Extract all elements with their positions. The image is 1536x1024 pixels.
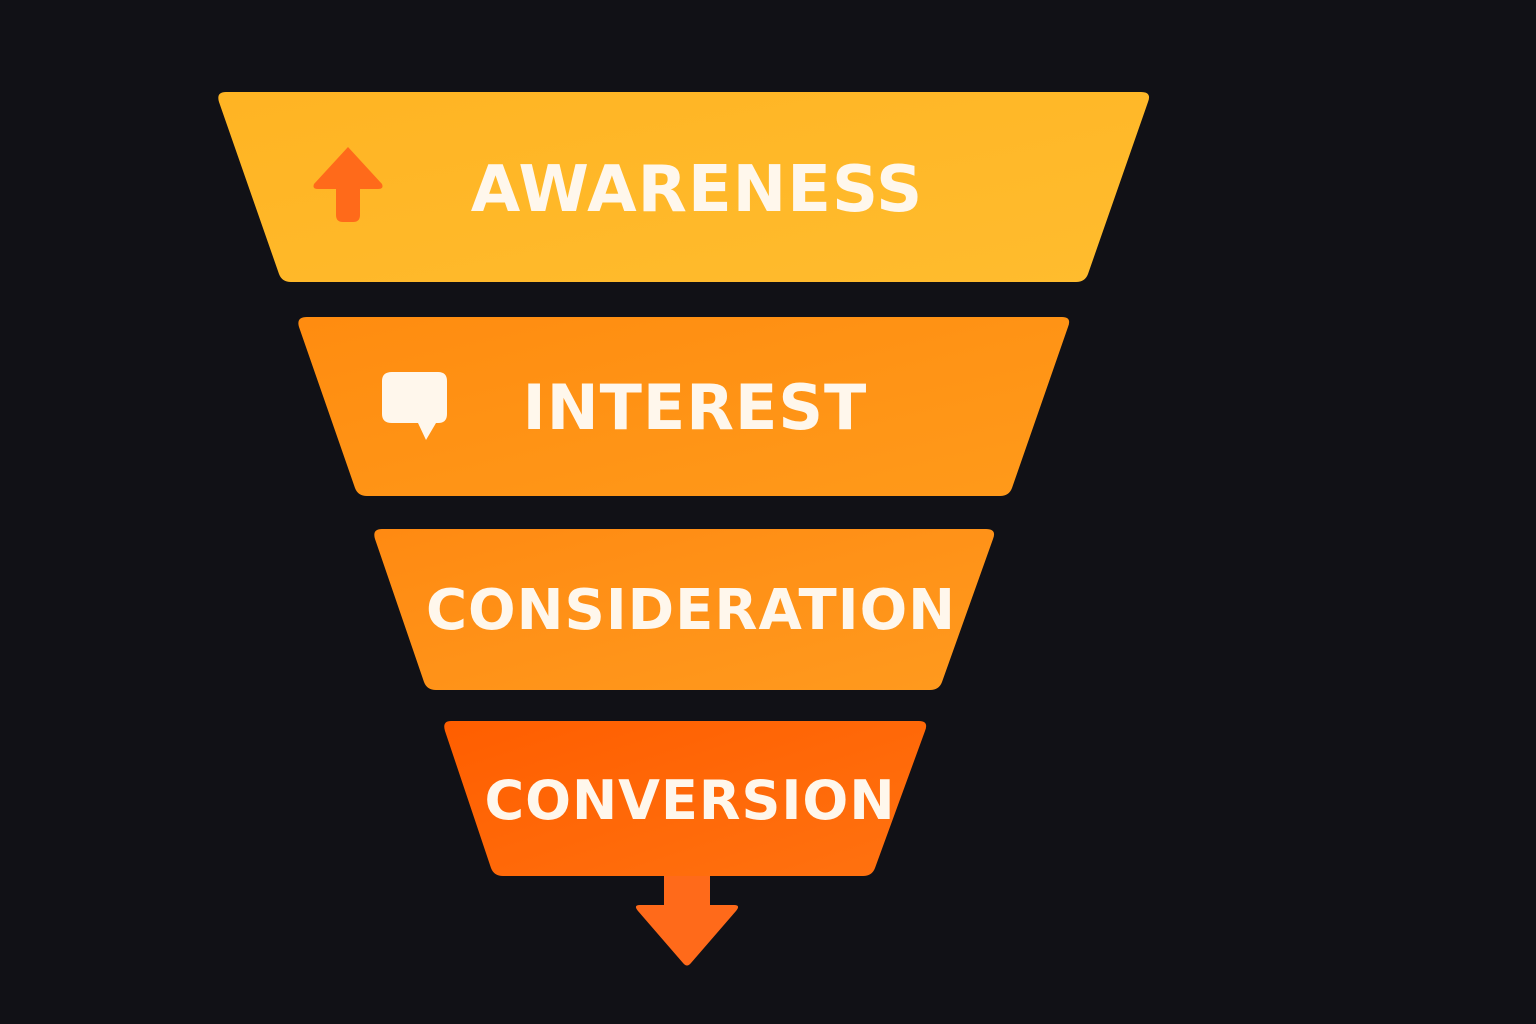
- funnel-stage-conversion: CONVERSION: [444, 721, 927, 876]
- stage-shape-awareness: [218, 92, 1150, 282]
- stage-label-awareness: AWARENESS: [471, 153, 924, 227]
- stage-label-conversion: CONVERSION: [484, 769, 895, 832]
- funnel-stage-consideration: CONSIDERATION: [374, 529, 995, 690]
- arrow-up-icon: [313, 147, 383, 222]
- arrow-down-icon: [635, 876, 739, 966]
- stage-label-interest: INTEREST: [523, 371, 868, 444]
- stage-shape-interest: [298, 317, 1070, 496]
- funnel-stage-interest: INTEREST: [298, 317, 1070, 496]
- funnel-stage-awareness: AWARENESS: [218, 92, 1150, 282]
- speech-bubble-icon: [382, 372, 447, 440]
- stage-shape-consideration: [374, 529, 995, 690]
- stage-label-consideration: CONSIDERATION: [426, 578, 956, 643]
- stage-shape-conversion: [444, 721, 927, 876]
